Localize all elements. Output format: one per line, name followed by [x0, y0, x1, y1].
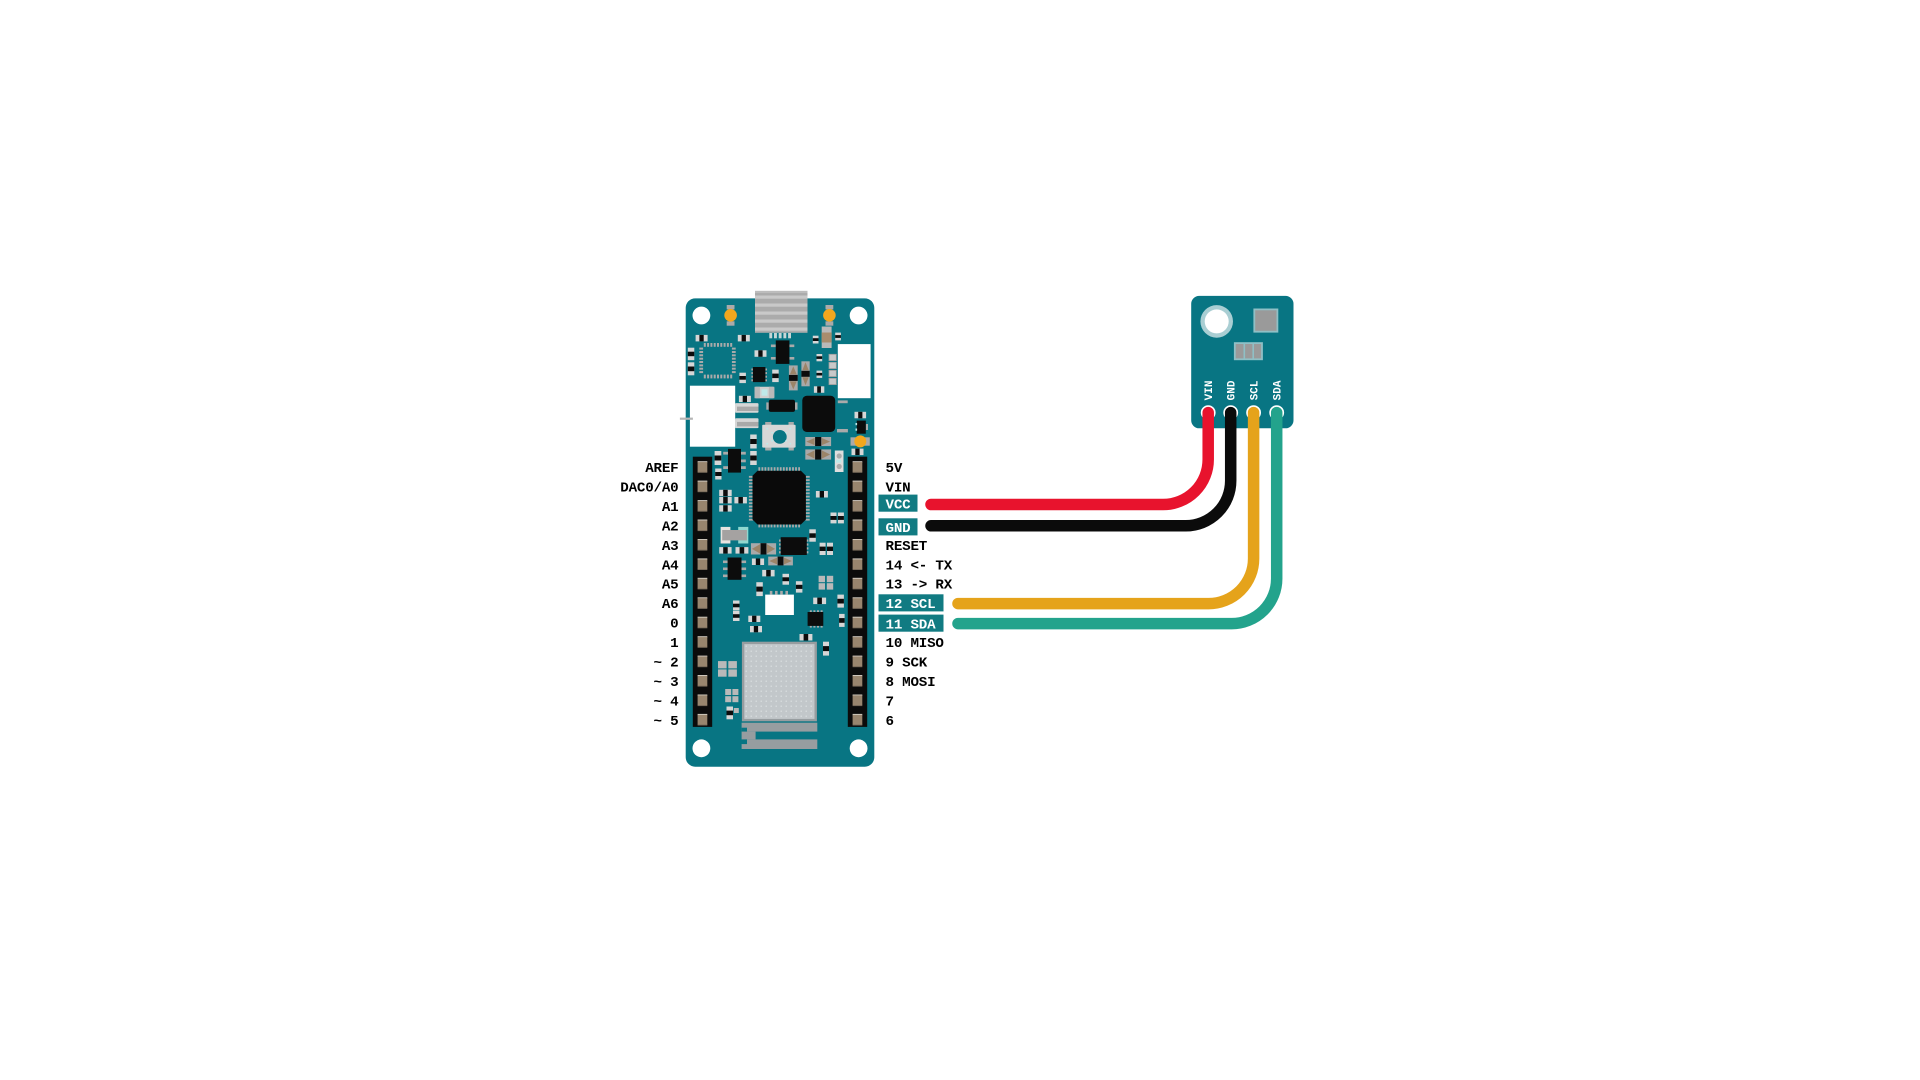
svg-text:~ 5: ~ 5: [654, 714, 679, 730]
svg-text:RESET: RESET: [886, 539, 928, 555]
svg-text:A4: A4: [662, 558, 679, 574]
svg-text:SCL: SCL: [1250, 380, 1262, 400]
svg-text:11 SDA: 11 SDA: [886, 617, 937, 633]
svg-text:5V: 5V: [886, 461, 903, 477]
svg-text:0: 0: [670, 617, 678, 633]
svg-text:AREF: AREF: [645, 461, 678, 477]
svg-text:9 SCK: 9 SCK: [886, 656, 928, 672]
svg-text:14 <- TX: 14 <- TX: [886, 558, 953, 574]
svg-text:A6: A6: [662, 597, 679, 613]
svg-text:~ 3: ~ 3: [654, 675, 679, 691]
svg-text:A2: A2: [662, 519, 679, 535]
svg-text:SDA: SDA: [1273, 380, 1285, 400]
svg-text:12 SCL: 12 SCL: [886, 597, 936, 613]
svg-text:VIN: VIN: [1204, 380, 1216, 400]
svg-text:8 MOSI: 8 MOSI: [886, 675, 936, 691]
svg-text:A1: A1: [662, 500, 679, 516]
svg-text:A5: A5: [662, 578, 679, 594]
svg-text:VIN: VIN: [886, 481, 911, 497]
svg-text:7: 7: [886, 694, 894, 710]
svg-text:13 -> RX: 13 -> RX: [886, 578, 953, 594]
svg-text:6: 6: [886, 714, 894, 730]
svg-text:~ 2: ~ 2: [654, 656, 679, 672]
svg-text:GND: GND: [1227, 380, 1239, 400]
svg-text:VCC: VCC: [886, 497, 912, 513]
svg-text:1: 1: [670, 636, 678, 652]
svg-text:~ 4: ~ 4: [654, 694, 680, 710]
svg-text:10 MISO: 10 MISO: [886, 636, 945, 652]
svg-text:A3: A3: [662, 539, 679, 555]
svg-text:DAC0/A0: DAC0/A0: [620, 481, 678, 497]
svg-text:GND: GND: [886, 521, 911, 537]
